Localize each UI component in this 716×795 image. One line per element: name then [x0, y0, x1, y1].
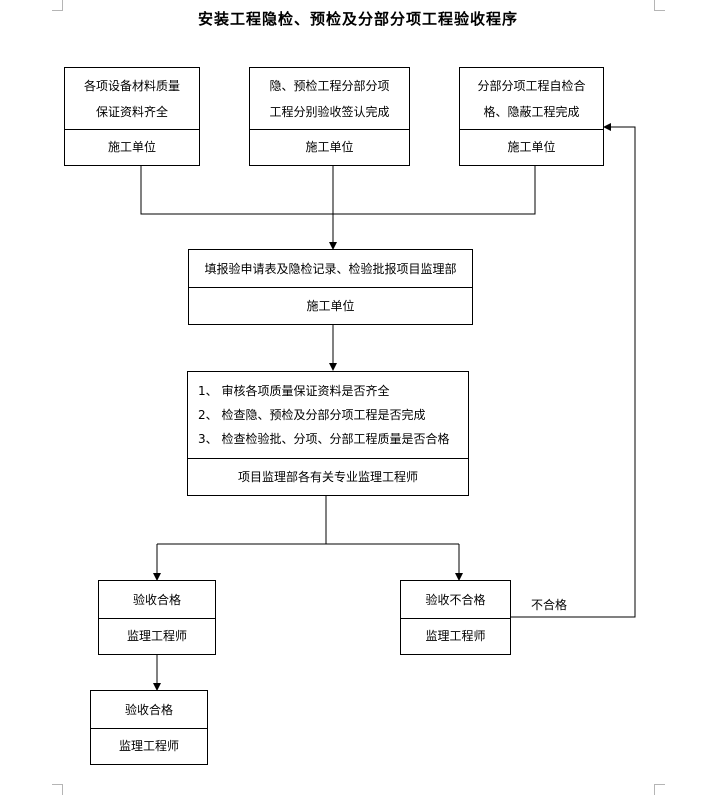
review-item-3: 3、 检查检验批、分项、分部工程质量是否合格: [198, 432, 450, 446]
box-text: 验收合格: [124, 702, 173, 717]
box-role: 监理工程师: [126, 629, 187, 643]
corner-mark-top-left: [52, 0, 63, 11]
box-inspection-signed: 隐、预检工程分部分项 工程分别验收签认完成 施工单位: [249, 67, 410, 166]
review-item-2: 2、 检查隐、预检及分部分项工程是否完成: [198, 408, 426, 422]
box-text: 填报验申请表及隐检记录、检验批报项目监理部: [204, 261, 457, 276]
box-role: 施工单位: [507, 140, 556, 154]
arrow-fail-feedback: [510, 123, 636, 618]
page-title: 安装工程隐检、预检及分部分项工程验收程序: [197, 10, 518, 28]
box-text: 保证资料齐全: [95, 104, 168, 119]
box-submit-application: 填报验申请表及隐检记录、检验批报项目监理部 施工单位: [188, 249, 473, 325]
box-text: 格、隐蔽工程完成: [483, 104, 580, 119]
box-text: 验收合格: [132, 592, 181, 607]
box-acceptance-fail: 验收不合格 监理工程师: [400, 580, 511, 655]
box-role: 施工单位: [305, 140, 354, 154]
box-text: 验收不合格: [425, 592, 486, 607]
fail-feedback-label: 不合格: [531, 598, 568, 612]
box-acceptance-pass: 验收合格 监理工程师: [98, 580, 216, 655]
corner-mark-top-right: [654, 0, 665, 11]
box-materials-complete: 各项设备材料质量 保证资料齐全 施工单位: [64, 67, 200, 166]
box-role: 项目监理部各有关专业监理工程师: [237, 469, 418, 484]
box-supervision-review: 1、 审核各项质量保证资料是否齐全 2、 检查隐、预检及分部分项工程是否完成 3…: [187, 371, 469, 496]
box-role: 监理工程师: [118, 739, 179, 753]
corner-mark-bottom-left: [52, 784, 63, 795]
box-text: 工程分别验收签认完成: [269, 104, 390, 119]
box-self-inspection-done: 分部分项工程自检合 格、隐蔽工程完成 施工单位: [459, 67, 604, 166]
box-role: 监理工程师: [425, 629, 486, 643]
box-text: 各项设备材料质量: [83, 78, 180, 93]
review-item-1: 1、 审核各项质量保证资料是否齐全: [198, 384, 390, 398]
connector-split: [157, 495, 459, 545]
connector-merge: [140, 165, 536, 215]
box-text: 分部分项工程自检合: [477, 78, 586, 93]
box-text: 隐、预检工程分部分项: [269, 78, 390, 93]
box-role: 施工单位: [306, 298, 355, 313]
corner-mark-bottom-right: [654, 784, 665, 795]
box-final-acceptance: 验收合格 监理工程师: [90, 690, 208, 765]
box-role: 施工单位: [107, 140, 156, 154]
